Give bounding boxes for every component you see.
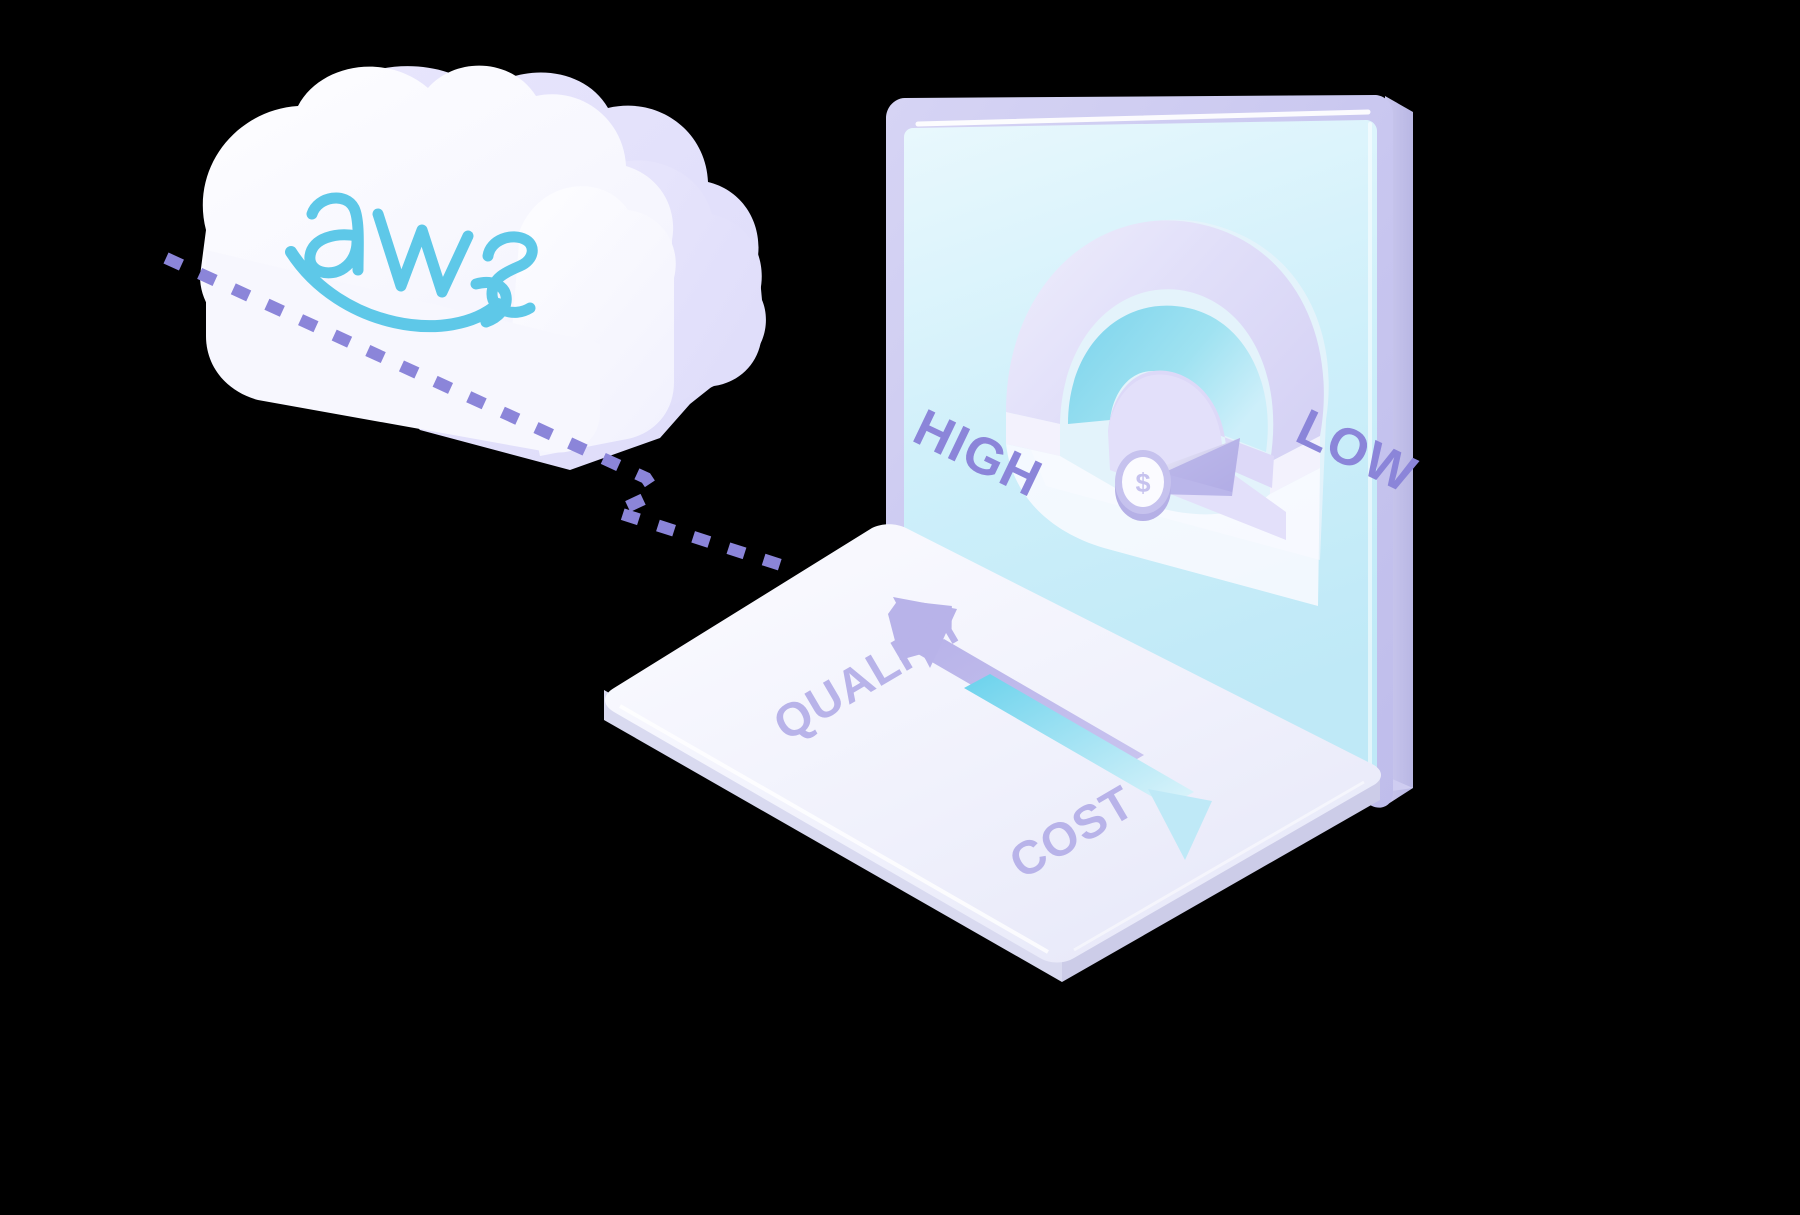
cloud-region[interactable]: [160, 50, 700, 470]
dollar-icon: $: [1115, 450, 1171, 521]
cost-gauge: $: [1006, 219, 1329, 606]
laptop-screen: $ HIGH LOW: [886, 95, 1425, 808]
aws-logo: [285, 192, 538, 333]
laptop-base: QUALITY COST: [604, 524, 1381, 982]
cost-arrow: [964, 674, 1212, 860]
base-region[interactable]: [600, 520, 1400, 990]
svg-text:$: $: [1135, 468, 1150, 498]
